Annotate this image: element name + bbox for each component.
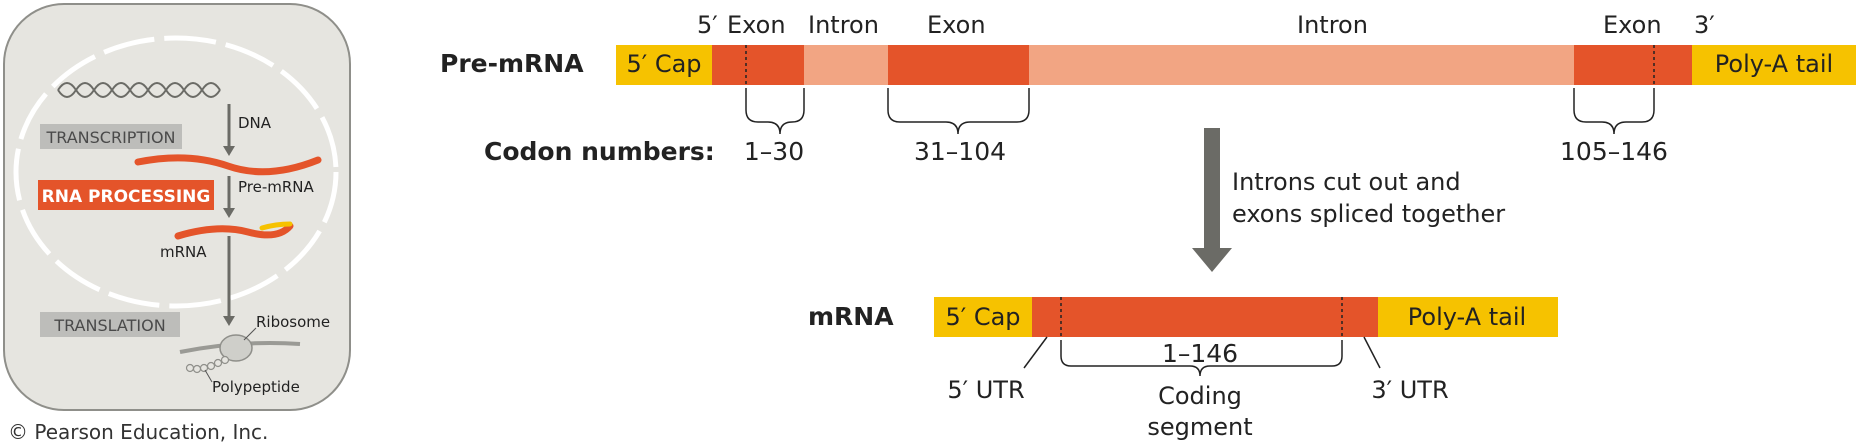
transcription-label: TRANSCRIPTION bbox=[45, 128, 175, 147]
polypeptide-pointer bbox=[204, 369, 213, 383]
pre-mrna-exon2-label: Exon bbox=[927, 11, 986, 39]
pre-mrna-top-3prime: 3′ bbox=[1694, 11, 1715, 39]
codon-range-2: 31–104 bbox=[914, 137, 1006, 166]
utr3-pointer bbox=[1363, 336, 1381, 369]
pre-mrna-exon3 bbox=[1574, 45, 1692, 85]
transcription-box bbox=[40, 124, 182, 149]
coding-label-line1: Coding bbox=[1158, 382, 1242, 410]
utr3-label: 3′ UTR bbox=[1371, 376, 1448, 404]
rna-processing-box bbox=[38, 180, 214, 210]
ribosome-label: Ribosome bbox=[256, 313, 330, 331]
mrna-label: mRNA bbox=[808, 302, 894, 331]
codon-brace-2 bbox=[887, 88, 1030, 135]
mrna-codon-range: 1–146 bbox=[1162, 339, 1238, 368]
coding-label-line2: segment bbox=[1147, 413, 1252, 441]
mrna-coding bbox=[1032, 297, 1378, 337]
mrna-tail-label: Poly-A tail bbox=[1408, 303, 1526, 331]
pre-mrna-intron1-label: Intron bbox=[808, 11, 879, 39]
pre-mrna-label: Pre-mRNA bbox=[440, 49, 584, 78]
ribosome-pointer bbox=[243, 327, 257, 341]
pre-mrna-top-5prime: 5′ bbox=[697, 11, 718, 39]
pre-mrna-intron2-label: Intron bbox=[1297, 11, 1368, 39]
coding-segment-brace bbox=[1060, 340, 1343, 377]
pre-mrna-section: 5′ Exon Intron Exon Intron Exon 3′ Pre-m… bbox=[440, 11, 1856, 85]
overview-panel: DNA TRANSCRIPTION RNA PROCESSING Pre-mRN… bbox=[3, 3, 351, 411]
mrna-strand-icon bbox=[174, 222, 294, 240]
pre-mrna-strand-icon bbox=[134, 154, 322, 176]
codon-range-3: 105–146 bbox=[1560, 137, 1668, 166]
overview-arrows bbox=[223, 104, 235, 326]
pre-mrna-exon3-label: Exon bbox=[1603, 11, 1662, 39]
nucleus-envelope bbox=[13, 35, 339, 309]
translation-box bbox=[40, 312, 180, 337]
mrna-cap-label: 5′ Cap bbox=[945, 303, 1020, 331]
utr5-label: 5′ UTR bbox=[947, 376, 1024, 404]
polypeptide-icon bbox=[185, 355, 230, 374]
ribosome-icon bbox=[219, 334, 253, 362]
splicing-arrow bbox=[1192, 128, 1232, 272]
pre-mrna-tail bbox=[1692, 45, 1856, 85]
pre-mrna-exon2 bbox=[888, 45, 1029, 85]
pre-mrna-exon1-label: Exon bbox=[727, 11, 786, 39]
codon-range-1: 1–30 bbox=[744, 137, 804, 166]
codon-braces bbox=[745, 88, 1655, 135]
pre-mrna-exon1 bbox=[712, 45, 804, 85]
copyright-credit: © Pearson Education, Inc. bbox=[8, 420, 269, 444]
codon-numbers-label: Codon numbers: bbox=[484, 137, 715, 166]
process-text-line2: exons spliced together bbox=[1232, 200, 1505, 228]
process-text-line1: Introns cut out and bbox=[1232, 168, 1461, 196]
utr5-pointer bbox=[1023, 336, 1048, 369]
codon-brace-1 bbox=[745, 88, 805, 135]
polypeptide-label: Polypeptide bbox=[212, 378, 300, 396]
translation-label: TRANSLATION bbox=[53, 316, 165, 335]
mrna-overview-label: mRNA bbox=[160, 243, 207, 261]
mrna-tail-icon bbox=[259, 221, 293, 231]
rna-processing-label: RNA PROCESSING bbox=[42, 187, 211, 207]
codon-brace-3 bbox=[1573, 88, 1655, 135]
pre-mrna-cap-label: 5′ Cap bbox=[626, 50, 701, 78]
mrna-tail bbox=[1378, 297, 1558, 337]
dna-helix-icon bbox=[57, 82, 221, 98]
pre-mrna-cap bbox=[616, 45, 712, 85]
pre-mrna-intron2 bbox=[1029, 45, 1574, 85]
pre-mrna-tail-label: Poly-A tail bbox=[1715, 50, 1833, 78]
mrna-section: mRNA 5′ Cap Poly-A tail 1–146 5′ UTR 3′ … bbox=[808, 297, 1558, 441]
pre-mrna-overview-label: Pre-mRNA bbox=[238, 178, 315, 196]
dna-label: DNA bbox=[238, 114, 272, 132]
mrna-cap bbox=[934, 297, 1032, 337]
pre-mrna-intron1 bbox=[804, 45, 888, 85]
